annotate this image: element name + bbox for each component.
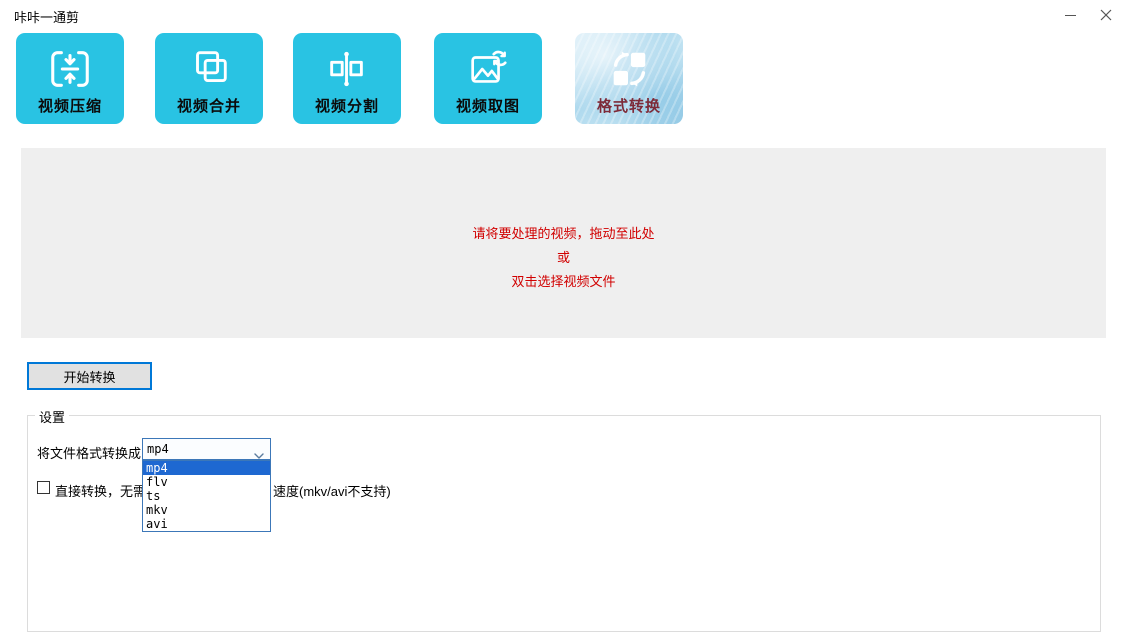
drop-hint-line: 请将要处理的视频，拖动至此处: [472, 226, 655, 241]
window-title: 咔咔一通剪: [14, 10, 80, 25]
toolbar-item-video-merge[interactable]: 视频合并: [155, 33, 263, 124]
minimize-icon: [1064, 14, 1076, 16]
drop-area[interactable]: 请将要处理的视频，拖动至此处 或 双击选择视频文件: [21, 148, 1106, 338]
format-dropdown-list: mp4 flv ts mkv avi: [142, 460, 271, 532]
start-convert-label: 开始转换: [63, 369, 116, 385]
direct-convert-label-left: 直接转换，无需重: [55, 484, 160, 499]
toolbar-item-label: 视频取图: [455, 98, 520, 115]
format-label: 将文件格式转换成: [37, 446, 142, 461]
dropdown-option-ts[interactable]: ts: [146, 489, 161, 503]
titlebar: 咔咔一通剪: [0, 0, 1127, 30]
dropdown-option-flv[interactable]: flv: [146, 475, 168, 489]
toolbar-item-video-compress[interactable]: 视频压缩: [16, 33, 124, 124]
settings-group: 设置 将文件格式转换成 mp4 直接转换，无需重 速度(mkv/avi不支持) …: [27, 407, 1101, 632]
toolbar-item-video-split[interactable]: 视频分割: [293, 33, 401, 124]
dropdown-option-mp4[interactable]: mp4: [143, 461, 270, 475]
toolbar-item-label: 视频分割: [314, 98, 379, 115]
start-convert-button[interactable]: 开始转换: [27, 362, 152, 390]
merge-icon: [155, 41, 263, 97]
toolbar-item-label: 视频合并: [176, 98, 241, 115]
format-combobox[interactable]: mp4: [142, 438, 271, 460]
dropdown-option-mkv[interactable]: mkv: [146, 503, 168, 517]
toolbar-item-video-snapshot[interactable]: 视频取图: [434, 33, 542, 124]
compress-icon: [16, 41, 124, 97]
split-icon: [293, 41, 401, 97]
close-icon: [1100, 9, 1112, 21]
drop-hint-line: 或: [556, 250, 570, 265]
convert-icon: [575, 41, 683, 97]
dropdown-option-avi[interactable]: avi: [146, 517, 168, 531]
snapshot-icon: [434, 41, 542, 97]
settings-group-label: 设置: [35, 407, 70, 426]
close-button[interactable]: [1088, 0, 1124, 30]
toolbar-item-label: 视频压缩: [37, 98, 102, 115]
format-combobox-value: mp4: [147, 442, 169, 456]
toolbar-item-label: 格式转换: [596, 98, 661, 115]
toolbar-item-format-convert[interactable]: 格式转换: [575, 33, 683, 124]
direct-convert-checkbox[interactable]: [37, 481, 50, 494]
chevron-down-icon: [254, 446, 264, 464]
drop-hint-line: 双击选择视频文件: [511, 274, 616, 289]
direct-convert-label-right: 速度(mkv/avi不支持): [273, 484, 391, 499]
minimize-button[interactable]: [1052, 0, 1088, 30]
